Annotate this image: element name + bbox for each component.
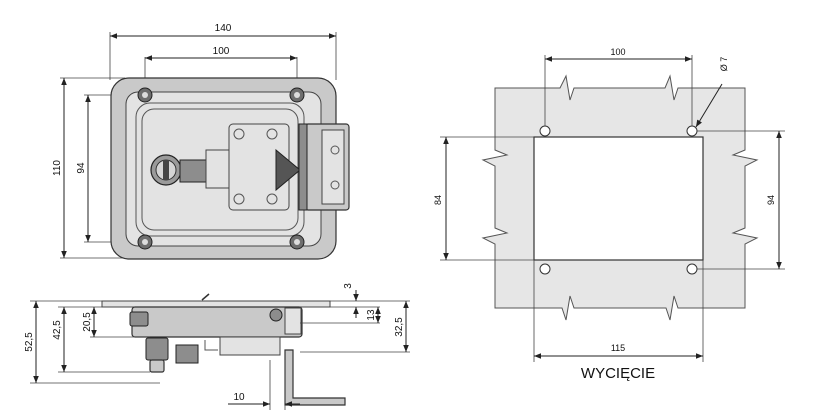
mounting-screw <box>137 234 153 250</box>
dim-depth-c: 32,5 <box>394 317 405 337</box>
dim-total-depth: 52,5 <box>24 332 35 352</box>
dim-flange: 3 <box>343 283 354 289</box>
side-bracket <box>219 336 281 356</box>
cutout-template: 100 Ø 7 84 94 115 WYCIĘCIE <box>433 47 785 382</box>
dim-width-outer: 140 <box>215 23 232 34</box>
mounting-screw <box>137 87 153 103</box>
cutout-label: WYCIĘCIE <box>581 365 655 382</box>
latch-cam <box>275 148 301 192</box>
front-view: 140 100 110 94 <box>52 23 350 260</box>
dim-height-outer: 110 <box>52 160 63 176</box>
dim-offset: 10 <box>233 392 245 403</box>
mount-hole <box>686 263 698 275</box>
side-lock-cylinder <box>145 337 169 361</box>
dim-hole-spacing-x: 100 <box>610 47 625 57</box>
side-flange <box>101 300 331 308</box>
dim-cut-height: 84 <box>433 195 443 205</box>
cutout-window <box>533 136 704 261</box>
side-view: 52,5 42,5 20,5 3 13 32,5 10 <box>24 283 410 410</box>
dim-hole-spacing-y: 94 <box>766 195 776 205</box>
dim-depth-b: 20,5 <box>82 312 93 332</box>
latch-body <box>179 159 209 183</box>
dim-depth-a: 42,5 <box>52 320 63 340</box>
mount-hole <box>686 125 698 137</box>
mounting-screw <box>289 87 305 103</box>
dim-hole-diameter: Ø 7 <box>719 57 729 72</box>
dim-step: 13 <box>366 309 377 321</box>
dim-cut-width: 115 <box>611 343 625 353</box>
lock-cylinder <box>150 154 182 186</box>
dim-height-holes: 94 <box>76 162 87 174</box>
mounting-screw <box>289 234 305 250</box>
mount-hole <box>539 263 551 275</box>
dim-width-holes: 100 <box>213 46 230 57</box>
mount-hole <box>539 125 551 137</box>
side-latch-bar <box>284 349 346 406</box>
